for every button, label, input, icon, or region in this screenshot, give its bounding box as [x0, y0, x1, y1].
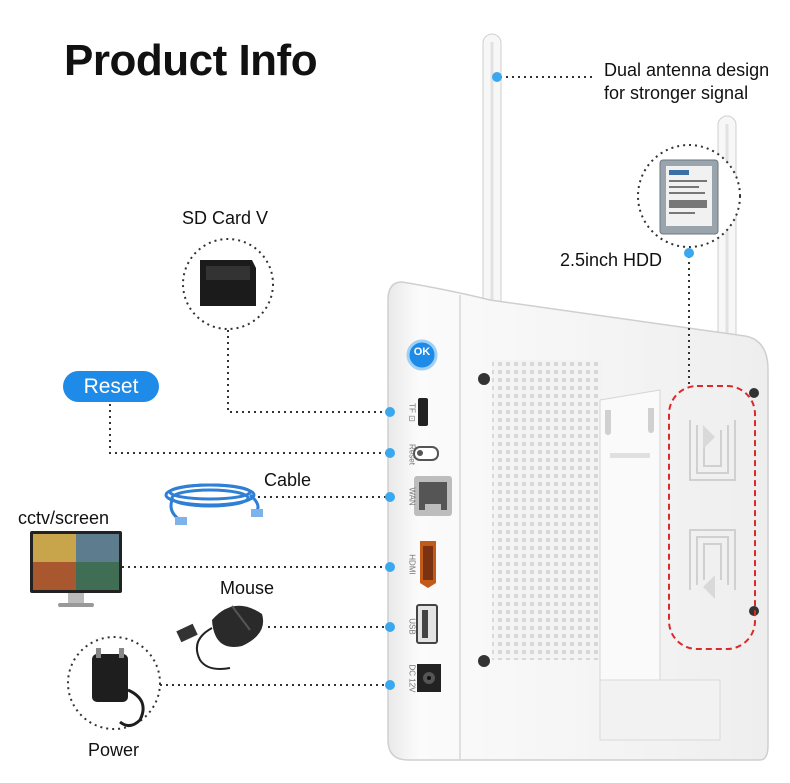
- antenna-right: [717, 115, 737, 363]
- ok-button-graphic: [406, 339, 438, 371]
- port-label-reset: Reset: [407, 444, 417, 465]
- mouse-image: [176, 605, 264, 670]
- port-usb: [416, 604, 438, 644]
- callout-dots: [385, 72, 694, 690]
- hdd-image: [659, 159, 719, 235]
- hdd-bay-highlight: [668, 385, 756, 650]
- port-label-usb: USB: [407, 618, 417, 635]
- cable-plug-right: [251, 509, 263, 517]
- port-label-dc: DC 12V: [407, 664, 417, 693]
- port-wan: [414, 476, 452, 516]
- port-label-hdmi: HDMI: [407, 554, 417, 575]
- cable-label: Cable: [264, 470, 312, 490]
- port-hdmi: [420, 541, 436, 588]
- power-adapter-image: [92, 648, 145, 727]
- antenna-label-line2: for stronger signal: [604, 83, 749, 103]
- hdd-label: 2.5inch HDD: [560, 250, 663, 270]
- port-dc: [417, 664, 441, 692]
- port-tf: [418, 398, 428, 426]
- reset-badge: Reset: [63, 371, 159, 402]
- ok-button-label: OK: [413, 346, 431, 358]
- mouse-label: Mouse: [220, 578, 275, 598]
- nvr-device: [387, 281, 769, 761]
- page-title: Product Info: [64, 36, 318, 85]
- connector-lines: [109, 76, 690, 686]
- screen-label: cctv/screen: [18, 508, 110, 528]
- sd-card-label: SD Card V: [182, 208, 269, 228]
- cable-plug-left: [175, 517, 187, 525]
- network-cable-image: [164, 483, 260, 522]
- power-label: Power: [88, 740, 140, 760]
- port-reset: [413, 446, 439, 461]
- antenna-label-line1: Dual antenna design: [604, 60, 770, 80]
- port-label-wan: WAN: [407, 487, 417, 506]
- antenna-left: [482, 33, 502, 353]
- port-label-tf: TF ⊡: [407, 403, 417, 422]
- sd-card-image: [200, 260, 256, 306]
- monitor-image: [30, 531, 122, 607]
